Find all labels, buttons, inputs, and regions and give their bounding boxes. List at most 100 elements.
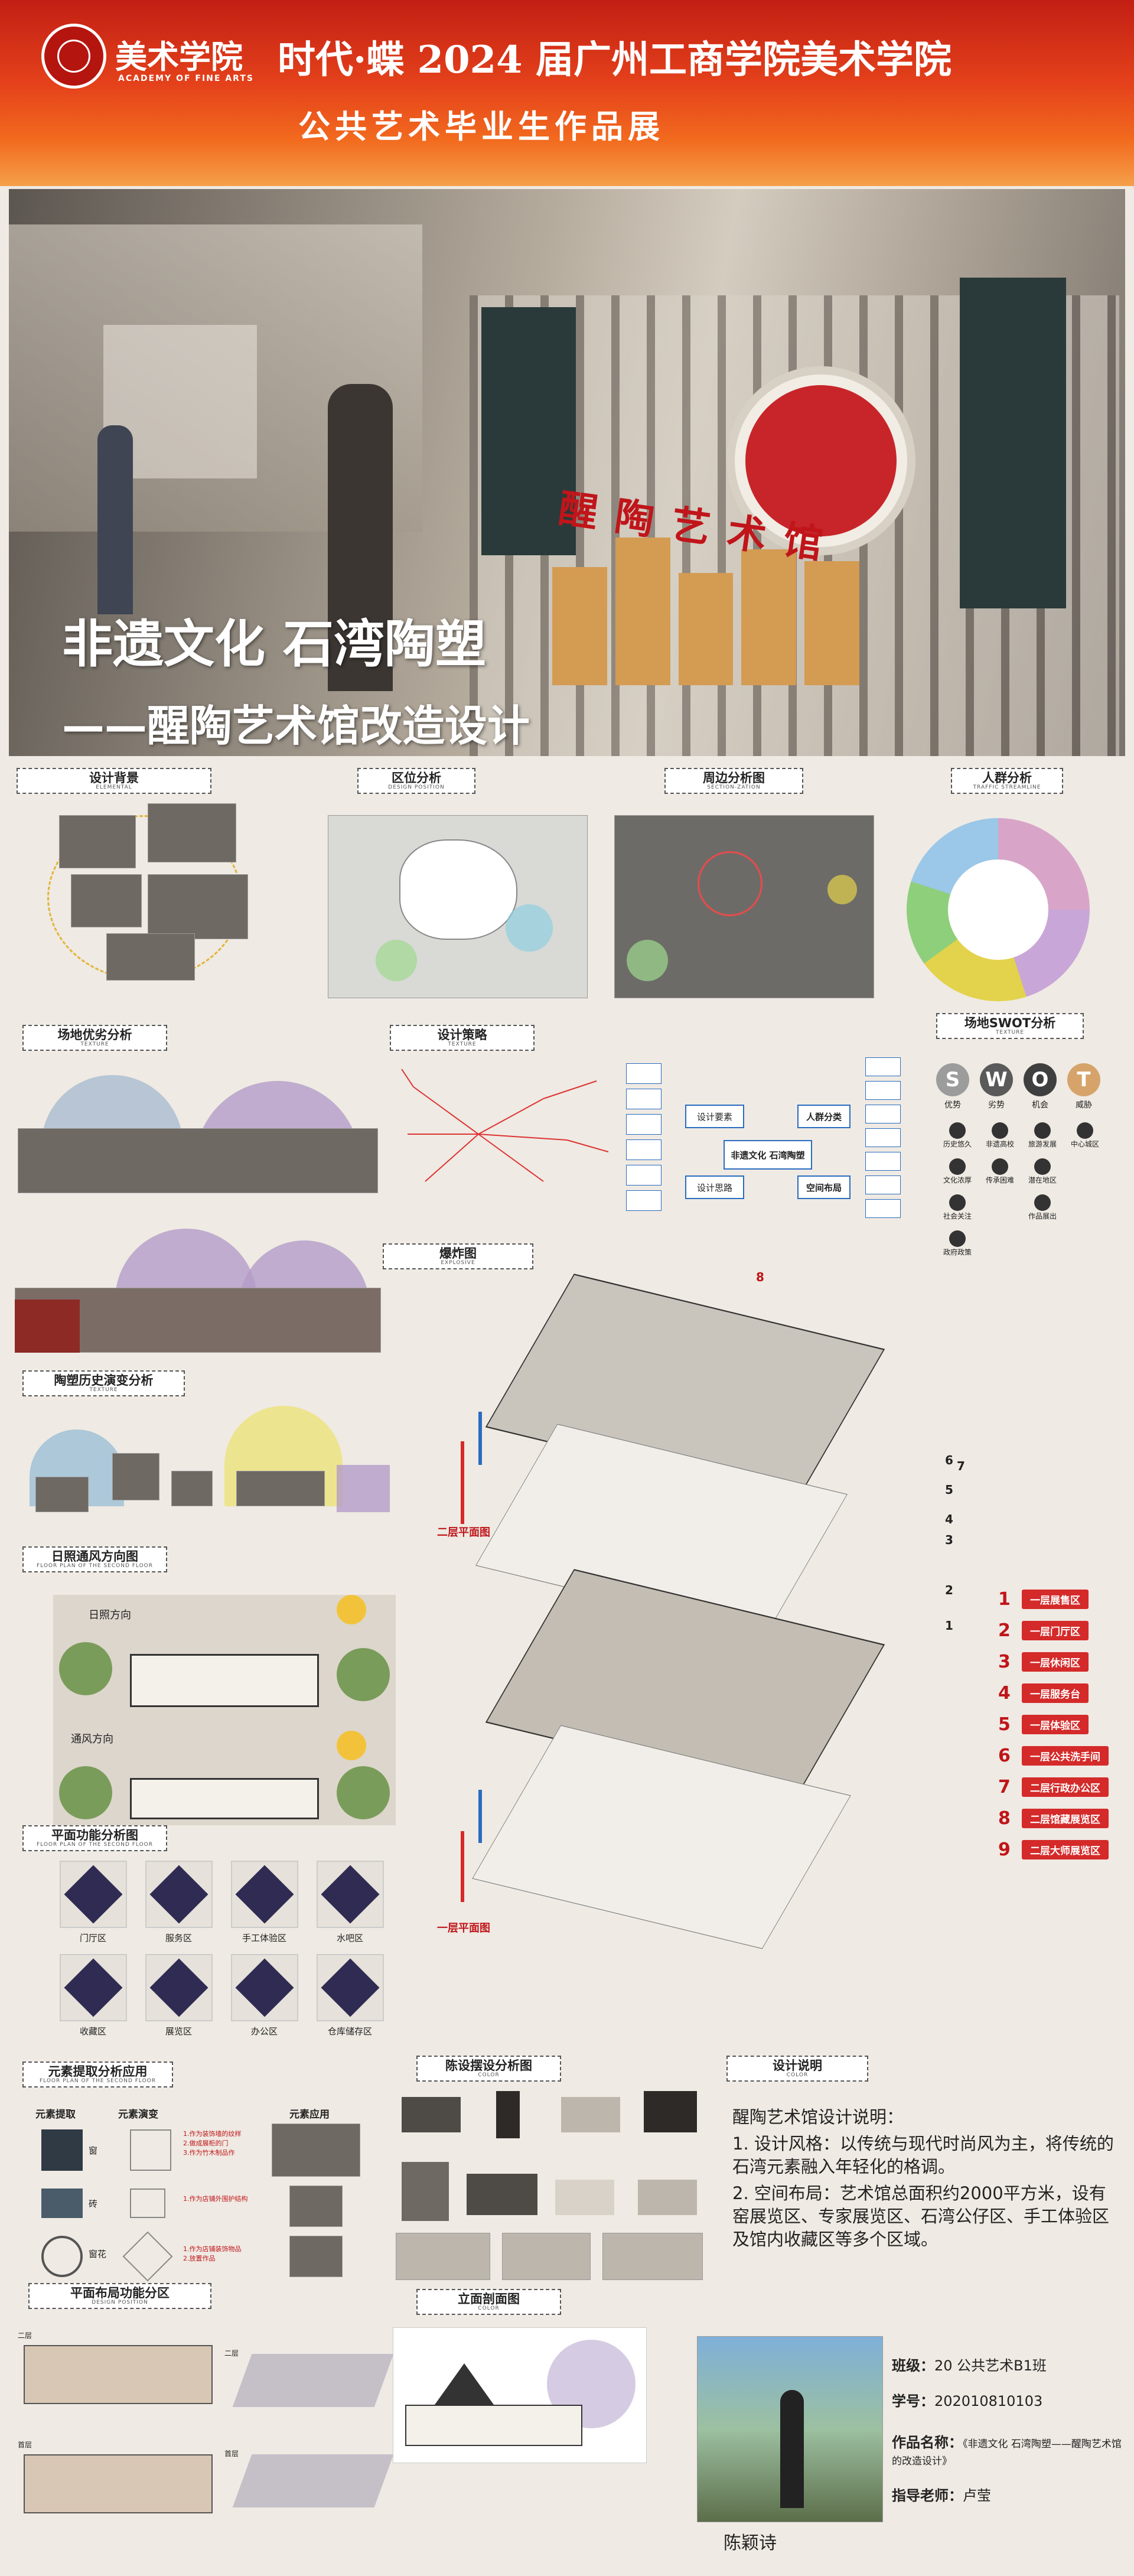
class-value: 20 公共艺术B1班: [934, 2357, 1047, 2374]
floor2-label: 二层平面图: [437, 1526, 490, 1539]
callout-number: 7: [957, 1459, 965, 1473]
callout-number: 1: [945, 1618, 953, 1633]
sun-icon: [337, 1731, 366, 1760]
swot-item: 文化浓厚: [943, 1176, 972, 1184]
wind-label: 通风方向: [71, 1733, 113, 1745]
swot-item: 作品展出: [1028, 1212, 1057, 1220]
building-section: [130, 1654, 319, 1707]
location-map: [328, 815, 588, 998]
surround-map: [614, 815, 874, 998]
func-tile: 展览区: [136, 1954, 221, 2038]
floor2-axon: [232, 2354, 394, 2407]
floor-label: 首层: [18, 2441, 32, 2449]
floor1-axon: [232, 2454, 394, 2507]
floor-label: 二层: [224, 2349, 239, 2357]
tree-icon: [59, 1766, 112, 1819]
up-arrow-icon: [461, 1441, 464, 1524]
teacher-value: 卢莹: [963, 2487, 991, 2504]
tree-icon: [337, 1648, 390, 1701]
swot-item: 潜在地区: [1028, 1176, 1057, 1184]
description-paragraph: 2. 空间布局：艺术馆总面积约2000平方米，设有窑展览区、专家展览区、石湾公仔…: [732, 2183, 1110, 2249]
callout-number: 5: [945, 1483, 953, 1497]
floor-label: 首层: [224, 2450, 239, 2458]
callout-number: 8: [756, 1270, 764, 1284]
design-description: 醒陶艺术馆设计说明： 1. 设计风格：以传统与现代时尚风为主，将传统的石湾元素融…: [732, 2106, 1116, 2255]
id-value: 202010810103: [934, 2393, 1043, 2409]
site-photo-strip: [18, 1063, 378, 1193]
furniture-item: [467, 2174, 537, 2215]
window-application-image: [272, 2124, 360, 2177]
func-tile: 手工体验区: [221, 1861, 307, 1945]
background-collage: [24, 803, 272, 998]
lion-face-icon: [745, 385, 897, 536]
globe-icon: [1034, 1158, 1051, 1175]
element-uses: 1.作为店铺外围护结构: [183, 2195, 248, 2203]
floor1-label: 一层平面图: [437, 1922, 490, 1935]
building-section: [130, 1778, 319, 1819]
down-arrow-icon: [478, 1412, 482, 1465]
college-logo-icon: [41, 24, 106, 89]
down-arrow-icon: [478, 1790, 482, 1843]
student-name: 陈颖诗: [724, 2533, 777, 2554]
floor2-layout: [24, 2345, 213, 2404]
brick-pillar: [481, 307, 576, 555]
callout-number: 3: [945, 1533, 953, 1547]
description-title: 醒陶艺术馆设计说明：: [732, 2107, 904, 2127]
college-name: 美术学院: [115, 38, 243, 76]
brick-application-image: [289, 2186, 343, 2227]
strategy-mindmap: [390, 1063, 614, 1199]
teacher-label: 指导老师：: [892, 2487, 963, 2504]
hero-render: 醒陶艺术馆 非遗文化 石湾陶塑 ——醒陶艺术馆改造设计: [9, 189, 1125, 756]
element-name: 窗花: [89, 2249, 107, 2259]
furniture-item: [402, 2097, 461, 2132]
swot-item: 历史悠久: [943, 1140, 972, 1148]
crowd-ring-chart: [907, 818, 1090, 1001]
furniture-item: [555, 2180, 614, 2215]
travel-icon: [1034, 1122, 1051, 1139]
swot-t: T: [1067, 1063, 1100, 1096]
swot-label: 威胁: [1076, 1100, 1092, 1110]
person-icon: [949, 1194, 966, 1211]
class-label: 班级：: [892, 2357, 934, 2374]
layout-plans: 二层 首层 二层 首层: [12, 2318, 396, 2519]
sun-wind-diagram: 日照方向 通风方向: [53, 1595, 396, 1825]
strategy-node: 设计要素: [685, 1105, 744, 1128]
strategy-node: 设计思路: [685, 1175, 744, 1199]
sunlight-label: 日照方向: [89, 1609, 131, 1621]
student-figure: [780, 2390, 804, 2508]
work-label: 作品名称：: [892, 2434, 963, 2451]
brick-pattern-icon: [41, 2189, 83, 2218]
tree-icon: [337, 1766, 390, 1819]
callout-column: 6 5 4 3 2 1: [945, 1453, 969, 1689]
museum-icon: [1034, 1194, 1051, 1211]
furniture-item: [638, 2180, 697, 2215]
element-name: 窗: [89, 2145, 98, 2156]
window-pattern-icon: [41, 2129, 83, 2171]
strategy-center: 非遗文化 石湾陶塑: [724, 1140, 812, 1170]
strategy-node: 空间布局: [797, 1175, 850, 1199]
furniture-item: [402, 2162, 449, 2221]
func-tile: 服务区: [136, 1861, 221, 1945]
swot-label: 机会: [1032, 1100, 1048, 1110]
furniture-item: [496, 2091, 520, 2138]
mindmap-lines: [401, 1069, 609, 1182]
swot-item: 中心城区: [1070, 1140, 1099, 1148]
